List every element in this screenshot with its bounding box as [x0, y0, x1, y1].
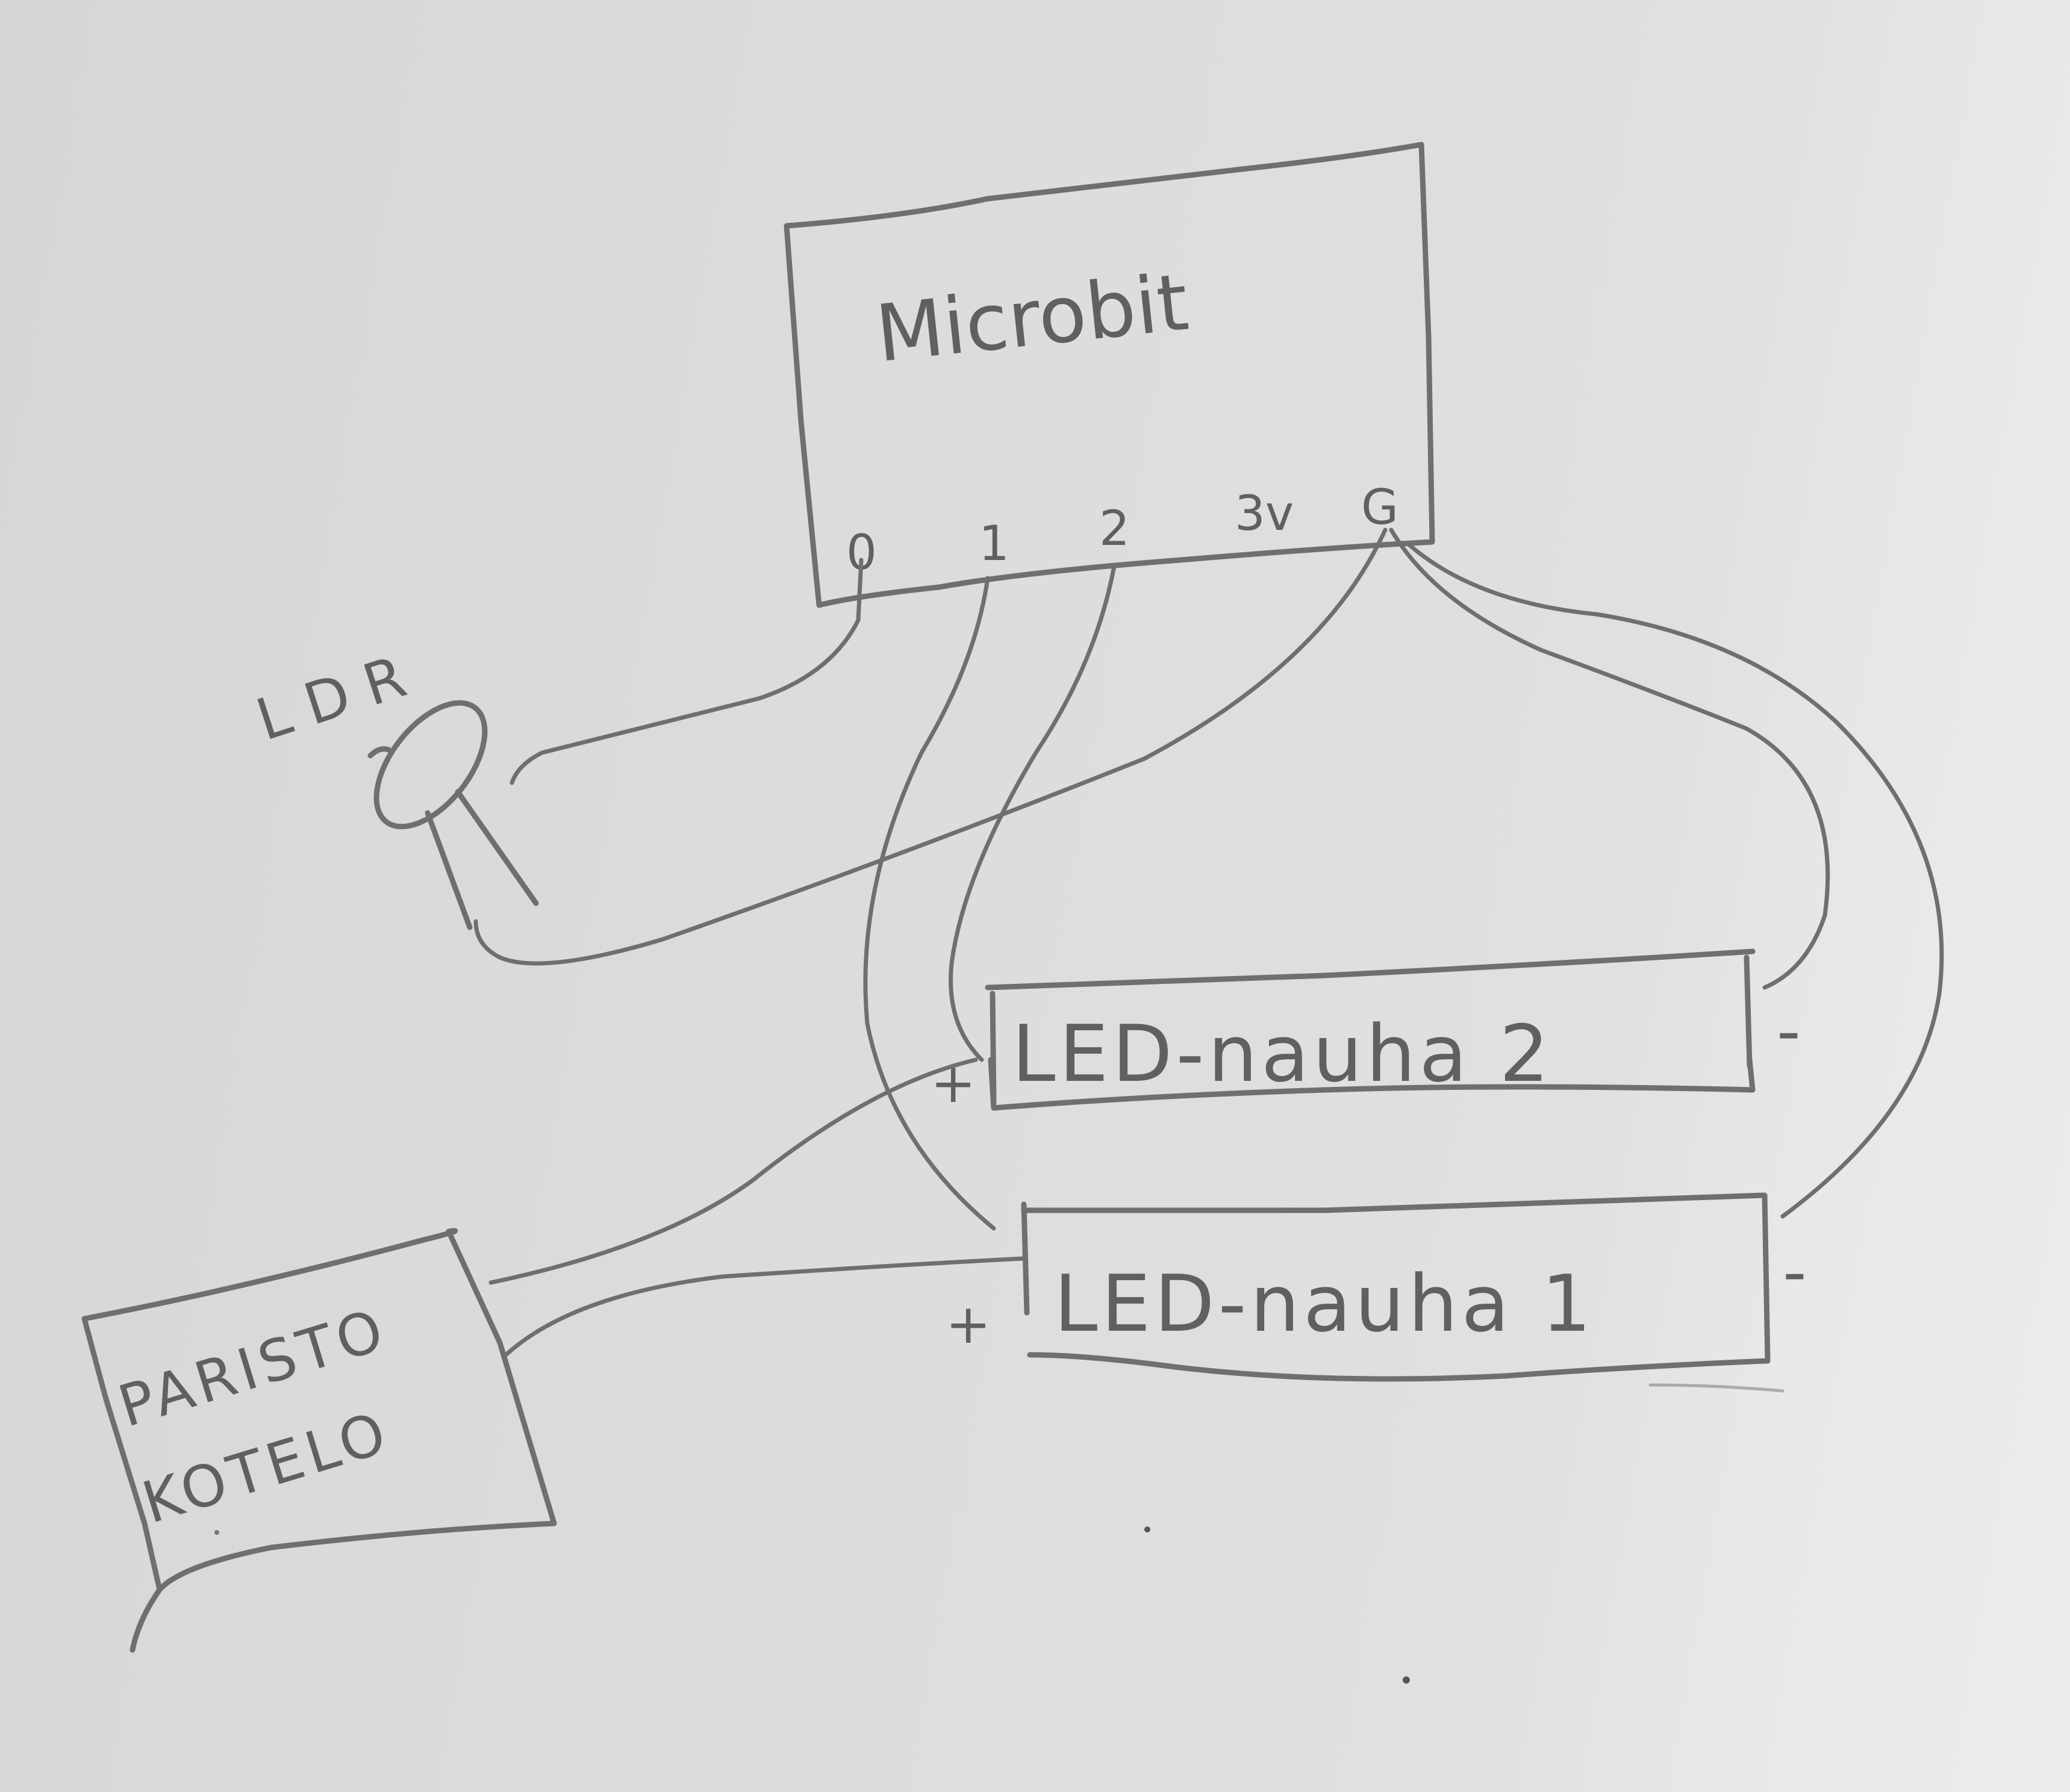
- ldr-leg-2: [425, 810, 473, 930]
- led-strip-2-minus: -: [1777, 992, 1801, 1069]
- wire-g-led2-minus: [1389, 527, 1830, 990]
- wire-g-led1-minus: [1407, 543, 1944, 1219]
- wire-g-ldr: [473, 527, 1388, 966]
- wire-pin1-led1: [863, 576, 996, 1231]
- wires: [473, 527, 1944, 1357]
- battery-case: PARISTO KOTELO: [81, 1228, 557, 1653]
- led-strip-2-label: LED-nauha 2: [1012, 1008, 1553, 1100]
- ldr-sensor: LDR: [249, 638, 539, 930]
- led-strip-2: LED-nauha 2 + -: [931, 948, 1801, 1115]
- pin-g-label: G: [1361, 479, 1398, 535]
- wire-pin2-led2: [949, 564, 1117, 1062]
- led-strip-1-minus: -: [1783, 1233, 1807, 1310]
- pin-3v-label: 3v: [1235, 485, 1294, 541]
- led-strip-1: LED-nauha 1 + -: [946, 1192, 1807, 1393]
- microbit-label: Microbit: [871, 256, 1192, 379]
- microbit-board: Microbit 0 1 2 3v G: [784, 142, 1435, 608]
- ldr-head-icon: [373, 700, 488, 830]
- wire-battery-led1: [503, 1256, 1026, 1357]
- led-strip-1-label: LED-nauha 1: [1054, 1258, 1595, 1349]
- led-strip-1-plus: +: [946, 1293, 991, 1356]
- pin-1-label: 1: [979, 515, 1009, 571]
- ldr-leg-1: [455, 789, 539, 906]
- wire-battery-led2: [488, 1057, 978, 1285]
- pin-2-label: 2: [1099, 500, 1130, 556]
- wire-pin0-ldr: [510, 558, 864, 785]
